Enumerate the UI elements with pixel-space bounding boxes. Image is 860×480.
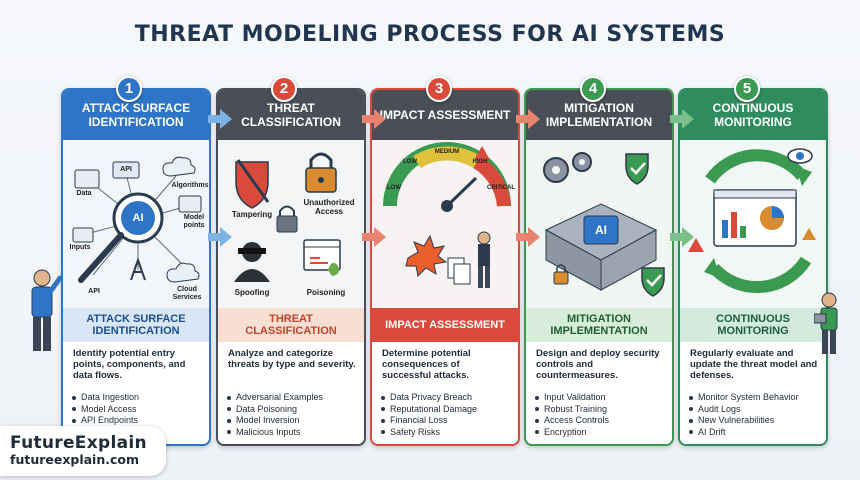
step-list-3: Data Privacy Breach Reputational Damage … [372,390,518,438]
impact-assessment-illustration: LOW LOW MEDIUM HIGH CRITICAL [372,140,518,308]
arrow-right-icon [516,109,540,129]
arrow-right-icon [670,109,694,129]
step-list-2: Adversarial Examples Data Poisoning Mode… [218,390,364,438]
step-card-5: CONTINUOUS MONITORING CONTINUOUS MONITOR… [678,88,828,446]
step-card-4: MITIGATION IMPLEMENTATION AI MITIGATION … [524,88,674,446]
list-item: Financial Loss [381,415,510,427]
data-label: Data [76,190,92,197]
step-subtitle-5: CONTINUOUS MONITORING [680,308,826,342]
ai-vault-label: AI [595,223,607,237]
step-card-3: IMPACT ASSESSMENT LOW LOW MEDIUM HIGH CR… [370,88,520,446]
step-description-3: Determine potential consequences of succ… [382,348,471,381]
poisoning-label: Poisoning [306,288,346,297]
api-label: API [120,166,132,173]
brand-url: futureexplain.com [10,452,140,467]
step-number-3: 3 [426,76,452,102]
arrow-right-icon [362,227,386,247]
impact-gauge [383,142,511,288]
list-item: Data Poisoning [227,404,356,416]
list-item: Audit Logs [689,404,818,416]
list-item: Robust Training [535,404,664,416]
gauge-label-low-1: LOW [387,185,401,191]
step-description-5: Regularly evaluate and update the threat… [690,348,818,381]
step-description-4: Design and deploy security controls and … [536,348,660,381]
step-card-2: THREAT CLASSIFICATION Tampering Unauthor… [216,88,366,446]
step-description-2: Analyze and categorize threats by type a… [228,348,356,370]
monitoring-illustration [680,140,826,308]
step-number-4: 4 [580,76,606,102]
step-list-5: Monitor System Behavior Audit Logs New V… [680,390,826,438]
gauge-label-high: HIGH [472,159,488,165]
arrow-right-icon [362,109,386,129]
step-number-1: 1 [116,76,142,102]
step-card-1: ATTACK SURFACE IDENTIFICATION [61,88,211,446]
step-number-5: 5 [734,76,760,102]
step-number-2: 2 [271,76,297,102]
analyst-figure-right [814,292,838,354]
gauge-label-low-2: LOW [403,159,417,165]
step-heading-5: CONTINUOUS MONITORING [680,90,826,140]
arrow-right-icon [208,109,232,129]
step-heading-3: IMPACT ASSESSMENT [372,90,518,140]
threat-icons [234,152,341,282]
list-item: New Vulnerabilities [689,415,818,427]
mitigation-illustration: AI [526,140,672,308]
step-subtitle-1: ATTACK SURFACE IDENTIFICATION [63,308,209,342]
list-item: Reputational Damage [381,404,510,416]
list-item: Adversarial Examples [227,392,356,404]
gauge-label-critical: CRITICAL [487,185,515,191]
arrow-right-icon [208,227,232,247]
arrow-right-icon [516,227,540,247]
inputs-label: Inputs [69,244,91,251]
step-subtitle-4: MITIGATION IMPLEMENTATION [526,308,672,342]
attack-surface-diagram [72,156,202,283]
list-item: Input Validation [535,392,664,404]
cloud-services-label: Cloud Services [172,286,202,301]
spoofing-label: Spoofing [234,288,270,297]
arrow-right-icon [670,227,694,247]
gauge-label-medium: MEDIUM [434,149,460,155]
model-points-label: Model points [183,214,205,229]
list-item: Access Controls [535,415,664,427]
list-item: Safety Risks [381,427,510,439]
unauthorized-access-label: Unauthorized Access [303,198,355,216]
list-item: Encryption [535,427,664,439]
tampering-label: Tampering [231,210,273,219]
list-item: Model Inversion [227,415,356,427]
step-list-4: Input Validation Robust Training Access … [526,390,672,438]
mitigation-fortress [543,152,665,297]
analyst-figure-left [31,269,62,351]
list-item: AI Drift [689,427,818,439]
list-item: Data Ingestion [72,392,201,404]
list-item: Data Privacy Breach [381,392,510,404]
threat-classification-illustration: Tampering Unauthorized Access Spoofing P… [218,140,364,308]
attack-surface-illustration: AI API Data Algorithms Model points Inpu… [63,140,209,308]
brand-badge: FutureExplain futureexplain.com [0,426,166,476]
list-item: Model Access [72,404,201,416]
monitoring-cycle [688,148,816,293]
step-subtitle-3: IMPACT ASSESSMENT [372,308,518,342]
algorithms-label: Algorithms [171,182,209,189]
step-heading-2: THREAT CLASSIFICATION [218,90,364,140]
step-subtitle-2: THREAT CLASSIFICATION [218,308,364,342]
brand-name: FutureExplain [10,433,147,453]
api-label-bottom: API [88,288,100,295]
list-item: Monitor System Behavior [689,392,818,404]
page-title: THREAT MODELING PROCESS FOR AI SYSTEMS [134,22,726,47]
ai-core-label: AI [132,212,144,224]
step-description-1: Identify potential entry points, compone… [73,348,186,381]
list-item: Malicious Inputs [227,427,356,439]
list-item: API Endpoints [72,415,201,427]
